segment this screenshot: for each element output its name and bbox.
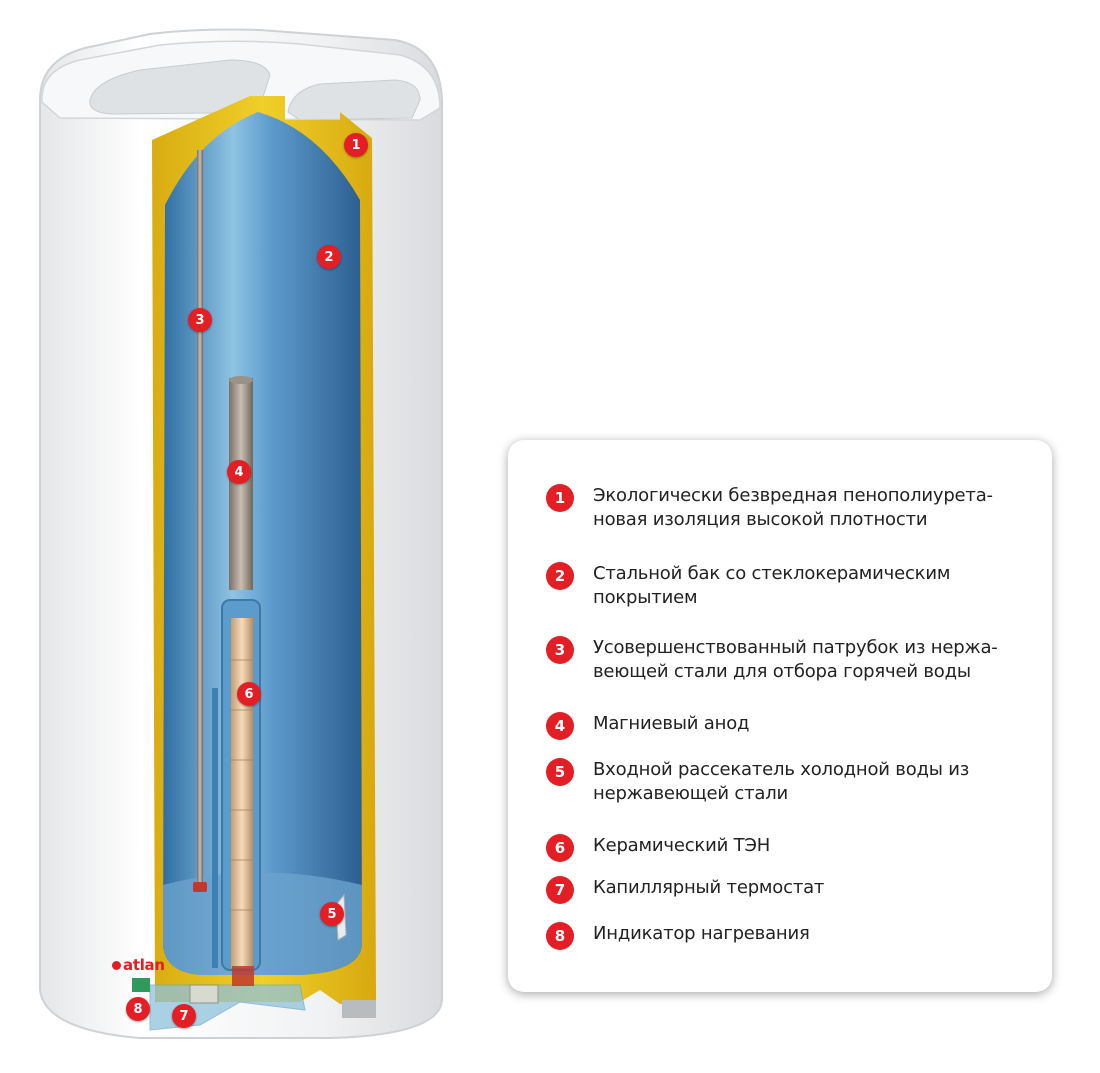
callout-7: 7 — [172, 1004, 196, 1028]
legend-panel: 1 Экологически безвредная пенополиурета-… — [508, 440, 1052, 992]
legend-text: Магниевый анод — [593, 713, 750, 734]
legend-number: 6 — [546, 834, 574, 862]
callout-2: 2 — [317, 245, 341, 269]
legend-text: Экологически безвредная пенополиурета- н… — [593, 485, 993, 530]
callout-1: 1 — [344, 133, 368, 157]
top-slot-left — [89, 59, 271, 115]
legend-item: 7 Капиллярный термостат — [546, 876, 1023, 904]
legend-item: 4 Магниевый анод — [546, 712, 1023, 740]
legend-number: 1 — [546, 484, 574, 512]
legend-item: 3 Усовершенствованный патрубок из нержа-… — [546, 636, 1023, 684]
legend-text: Капиллярный термостат — [593, 877, 825, 898]
legend-item: 2 Стальной бак со стеклокерамическим пок… — [546, 562, 1023, 610]
top-slot-right — [287, 79, 421, 121]
legend-item: 1 Экологически безвредная пенополиурета-… — [546, 484, 1023, 532]
legend-item: 6 Керамический ТЭН — [546, 834, 1023, 862]
legend-number: 7 — [546, 876, 574, 904]
legend-text: Входной рассекатель холодной воды из нер… — [593, 759, 970, 804]
legend-text: Усовершенствованный патрубок из нержа- в… — [593, 637, 998, 682]
magnesium-anode — [229, 378, 253, 590]
ceramic-heater — [231, 618, 253, 968]
thermostat-tube — [212, 688, 218, 968]
legend-text: Стальной бак со стеклокерамическим покры… — [593, 563, 951, 608]
legend-number: 2 — [546, 562, 574, 590]
callout-6: 6 — [237, 682, 261, 706]
legend-text: Индикатор нагревания — [593, 923, 810, 944]
thermostat-block — [189, 984, 219, 1004]
tank — [163, 112, 362, 975]
hot-water-pipe — [197, 150, 203, 885]
legend-number: 8 — [546, 922, 574, 950]
callout-5: 5 — [320, 902, 344, 926]
legend-number: 4 — [546, 712, 574, 740]
brand-logo: atlan — [112, 956, 165, 974]
callout-4: 4 — [227, 460, 251, 484]
hot-water-pipe-end — [193, 882, 207, 892]
indicator-light — [132, 978, 150, 992]
legend-number: 3 — [546, 636, 574, 664]
callout-8: 8 — [126, 997, 150, 1021]
legend-item: 5 Входной рассекатель холодной воды из н… — [546, 758, 1023, 806]
legend-text: Керамический ТЭН — [593, 835, 771, 856]
legend-number: 5 — [546, 758, 574, 786]
legend-item: 8 Индикатор нагревания — [546, 922, 1023, 950]
water-heater-cutaway — [39, 28, 443, 1039]
callout-3: 3 — [188, 308, 212, 332]
